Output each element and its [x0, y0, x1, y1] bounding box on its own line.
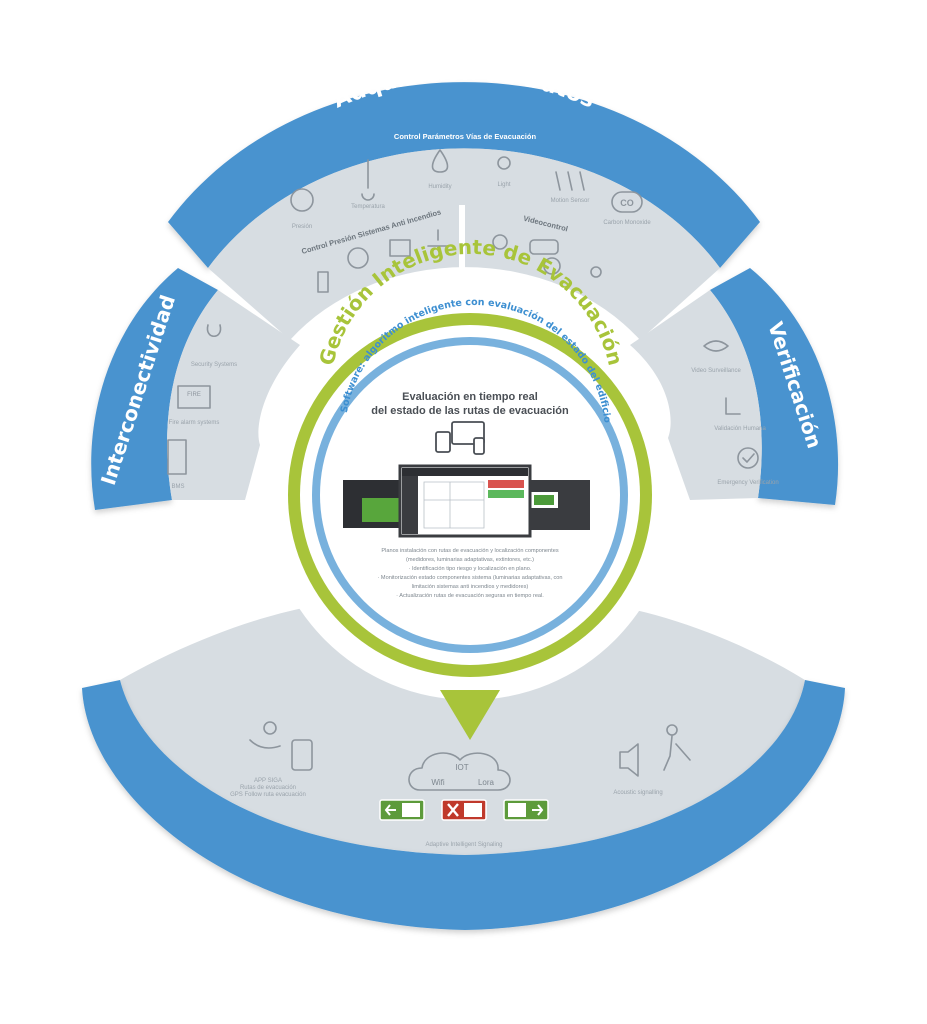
sensor-label-temperature: Temperatura — [351, 204, 385, 210]
cloud-icon — [408, 752, 511, 791]
exit-sign-left — [379, 799, 425, 821]
light-sensor: Light — [497, 156, 511, 188]
cane-icon — [663, 735, 691, 771]
co-sensor: CO Carbon Monoxide — [603, 191, 651, 226]
exit-person-icon — [508, 803, 526, 817]
users-icon — [492, 234, 508, 250]
bottom-blue-band — [82, 680, 845, 930]
screen-exit-sign — [534, 495, 554, 505]
left-item-bms: BMS — [171, 484, 184, 490]
thermometer-icon — [361, 159, 375, 201]
desc-line-4: · Monitorización estado componentes sist… — [378, 575, 563, 581]
arrow-left-icon — [384, 804, 396, 816]
eye-icon — [703, 340, 729, 352]
left-blue-band — [91, 268, 218, 510]
sun-icon — [497, 156, 511, 170]
exit-person-icon — [402, 803, 420, 817]
sensor-label-co: Carbon Monoxide — [603, 220, 651, 226]
eval-line-2: del estado de las rutas de evacuación — [371, 405, 569, 417]
right-inner-panel — [630, 290, 762, 500]
checkmark-icon — [742, 453, 755, 463]
pressure-sensor: Presión — [290, 188, 314, 230]
section-data-acquisition: Adquisición de Datos Control Parámetros … — [168, 61, 760, 340]
pressure-gauge-icon — [347, 247, 369, 269]
app-label-3: GPS Follow ruta evacuación — [230, 792, 306, 798]
sprinkler-icon — [427, 229, 449, 247]
motion-sensor: Motion Sensor — [551, 171, 590, 204]
right-item-video: Video Surveillance — [691, 368, 741, 374]
pointer-triangle — [440, 690, 500, 740]
sensor-label-pressure: Presión — [292, 224, 312, 230]
left-inner-panel — [167, 290, 300, 500]
right-blue-band — [710, 268, 839, 505]
signaling-label: Adaptive Intelligent Signaling — [425, 842, 502, 848]
section-verification: Verificación Video Surveillance Validaci… — [630, 268, 839, 505]
cloud-iot: IOT — [455, 763, 468, 772]
building-icon — [167, 439, 187, 475]
smartphone-icon — [291, 739, 313, 771]
camera-icon — [529, 239, 559, 255]
dome-camera-icon — [543, 257, 561, 275]
screen-floorplan — [423, 481, 485, 529]
app-label-2: Rutas de evacuación — [240, 785, 296, 791]
extinguisher-icon — [317, 271, 329, 293]
screen-main-green-strip — [488, 490, 524, 498]
app-label-1: APP SIGA — [254, 778, 282, 784]
co-icon-text: CO — [620, 198, 634, 208]
sensor-label-humidity: Humidity — [428, 184, 451, 190]
screen-main — [398, 464, 532, 538]
gauge-icon — [290, 188, 314, 212]
devices-icon — [435, 421, 485, 455]
fingerprint-icon — [206, 324, 222, 338]
right-item-human: Validación Humana — [714, 426, 766, 432]
desc-line-5: limitación sistemas anti incendios y med… — [412, 584, 529, 590]
screen-main-topbar — [402, 468, 528, 476]
left-item-security: Security Systems — [191, 362, 237, 368]
people-motion-icon — [555, 171, 585, 191]
fire-alarm-icon — [177, 385, 211, 409]
fire-badge-text: FIRE — [187, 392, 201, 398]
top-blue-band — [168, 82, 760, 269]
cloud-wifi: Wifi — [431, 778, 445, 787]
co-cloud-icon — [611, 191, 643, 213]
temperature-sensor: Temperatura — [351, 159, 386, 210]
exit-sign-blocked — [441, 799, 487, 821]
sensor-label-light: Light — [497, 182, 510, 188]
exit-person-icon — [464, 803, 482, 817]
touch-icon — [725, 397, 741, 415]
section-interconnectivity: Interconectividad Security Systems FIRE … — [91, 268, 300, 510]
pump-icon — [389, 239, 411, 257]
desc-line-3: · Identificación tipo riesgo y localizac… — [409, 566, 532, 572]
cloud-lora: Lora — [478, 778, 495, 787]
desc-line-6: · Actualización rutas de evacuación segu… — [396, 593, 544, 599]
bottom-title: Señalización y Guiado de la Evacuación — [255, 930, 672, 1022]
screen-main-sidebar — [402, 476, 418, 534]
route-icon — [249, 739, 281, 749]
humidity-icon — [431, 149, 449, 173]
check-circle-icon — [737, 447, 759, 469]
top-subtitle: Control Parámetros Vías de Evacuación — [394, 132, 537, 141]
eval-line-1: Evaluación en tiempo real — [402, 391, 538, 403]
screen-main-red-strip — [488, 480, 524, 488]
bottom-title-text: Señalización y Guiado de la Evacuación — [255, 930, 672, 1022]
desc-line-1: Planos instalación con rutas de evacuaci… — [381, 548, 558, 554]
screen-dark-left-map — [362, 498, 402, 522]
sensor-label-motion: Motion Sensor — [551, 198, 590, 204]
person-location-icon — [590, 266, 602, 278]
acoustic-label: Acoustic signalling — [613, 790, 662, 796]
center-hub: Gestión Inteligente de Evacuación Softwa… — [265, 235, 675, 740]
speaker-icon — [619, 743, 639, 777]
humidity-sensor: Humidity — [428, 149, 452, 190]
left-item-fire: Fire alarm systems — [169, 420, 220, 426]
blocked-x-icon — [447, 803, 459, 817]
desc-line-2: (medidores, luminarias adaptativas, exti… — [406, 557, 534, 563]
software-screenshots — [343, 464, 590, 538]
location-pin-icon — [263, 721, 277, 735]
exit-sign-right — [503, 799, 549, 821]
arrow-right-icon — [532, 804, 544, 816]
right-item-emergency: Emergency Verification — [717, 480, 778, 486]
blind-person-icon — [666, 724, 678, 736]
